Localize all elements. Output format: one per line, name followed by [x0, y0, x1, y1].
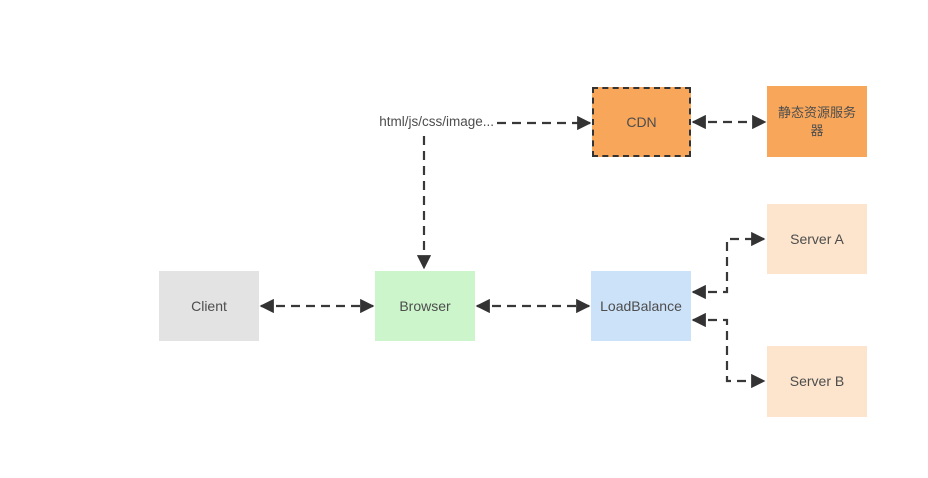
node-static-resource-server-label: 静态资源服务器 — [777, 104, 856, 138]
node-browser-label: Browser — [399, 297, 451, 314]
node-loadbalance: LoadBalance — [591, 271, 691, 341]
node-server-b-label: Server B — [789, 373, 845, 390]
node-browser: Browser — [375, 271, 475, 341]
edge-loadbalance-server-b — [691, 312, 766, 389]
node-cdn-label: CDN — [626, 113, 657, 130]
node-client: Client — [159, 271, 259, 341]
node-cdn: CDN — [592, 87, 691, 157]
node-server-a: Server A — [767, 204, 867, 274]
edge-loadbalance-server-a — [691, 231, 766, 300]
node-client-label: Client — [191, 297, 227, 314]
node-static-resource-server: 静态资源服务器 — [767, 86, 867, 157]
edge-label-assets: html/js/css/image... — [379, 114, 494, 129]
node-loadbalance-label: LoadBalance — [600, 297, 682, 314]
node-server-b: Server B — [767, 346, 867, 417]
node-server-a-label: Server A — [790, 230, 844, 247]
